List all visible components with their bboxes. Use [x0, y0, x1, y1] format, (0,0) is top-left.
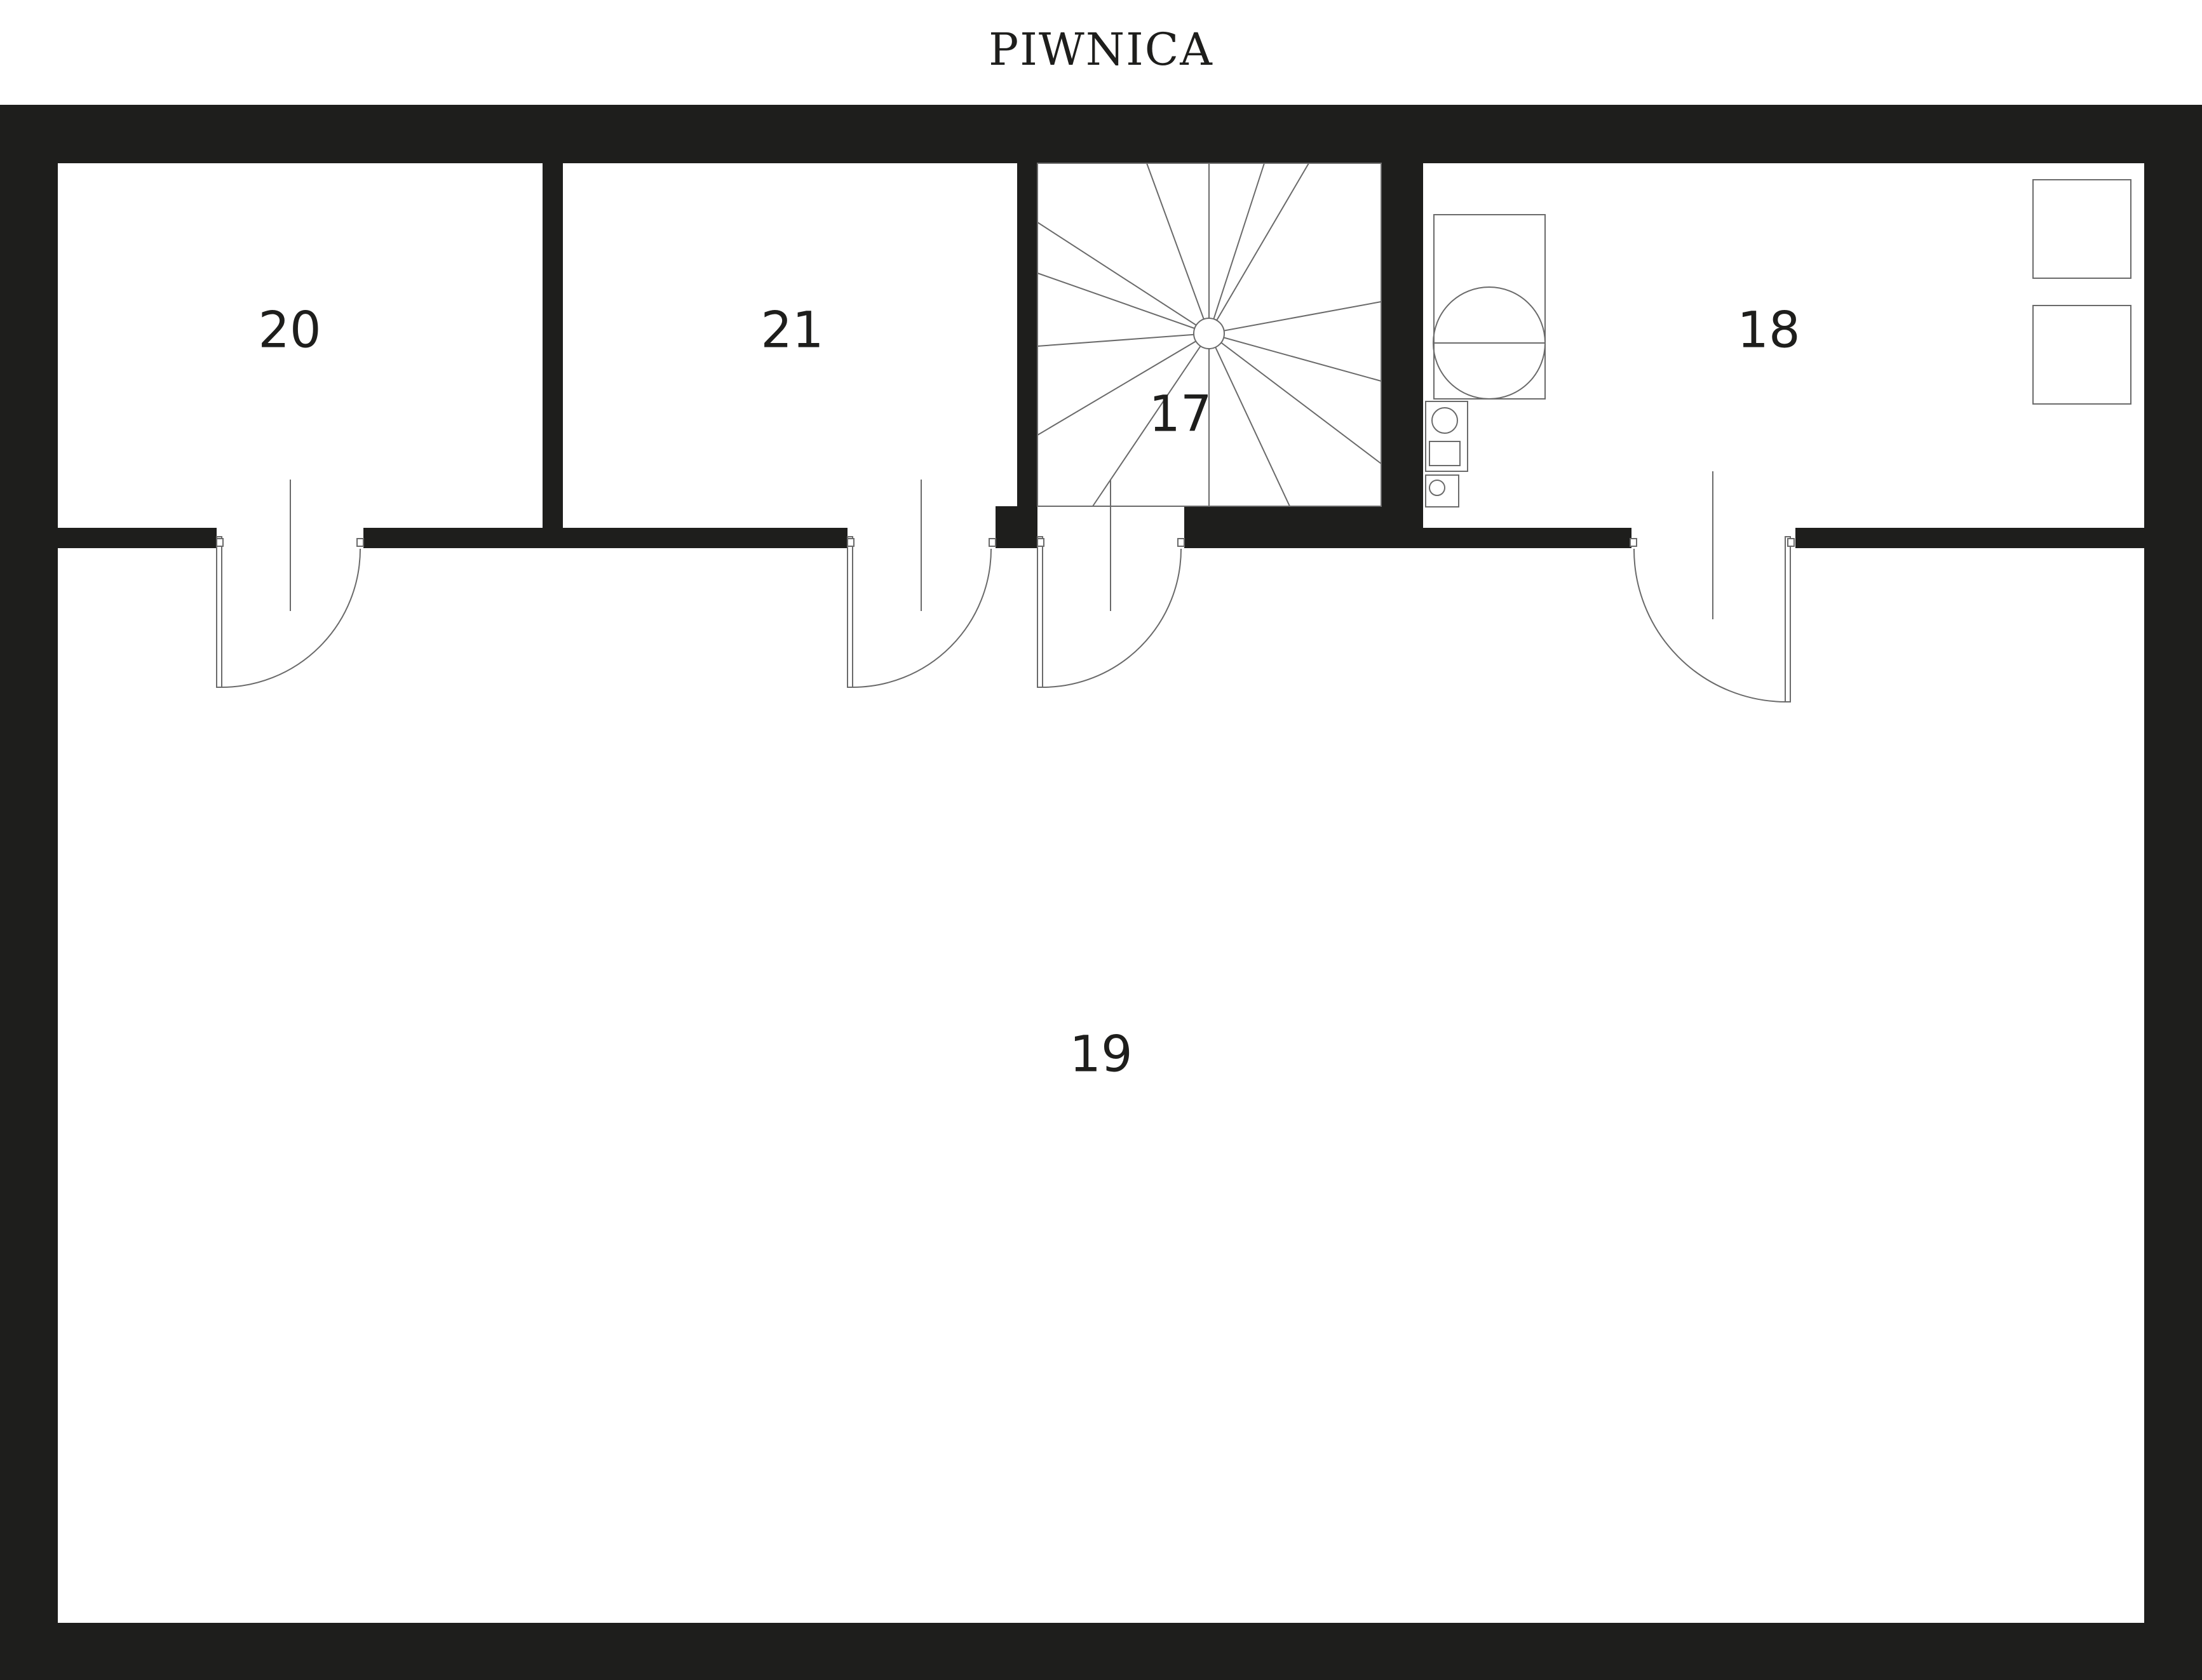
- room-labels: 20 21 17 18 19: [258, 302, 1800, 1083]
- door-swing-icon: [216, 471, 1795, 702]
- spiral-staircase-icon: [1037, 163, 1382, 507]
- room-label-20: 20: [258, 302, 321, 359]
- stair-tread-9: [1208, 301, 1382, 334]
- outer-walls: [0, 105, 2202, 1680]
- stair-tread-6: [1208, 333, 1290, 507]
- stair-tread-3: [1037, 333, 1210, 436]
- boiler-icon: [1433, 214, 1546, 400]
- stair-tread-7: [1208, 333, 1382, 464]
- interior-walls: [58, 163, 2144, 548]
- stair-tread-8: [1208, 333, 1382, 382]
- stair-tread-11: [1208, 163, 1265, 334]
- room-label-17: 17: [1149, 386, 1212, 443]
- room-label-21: 21: [760, 302, 823, 359]
- stair-tread-0: [1037, 222, 1210, 334]
- water-tank-icon: [2032, 179, 2131, 405]
- room-label-18: 18: [1737, 302, 1800, 359]
- room-label-19: 19: [1069, 1026, 1132, 1083]
- stair-tread-1: [1037, 272, 1210, 334]
- plan-title: PIWNICA: [989, 24, 1213, 76]
- stair-tread-13: [1146, 163, 1210, 334]
- meter-icon: [1425, 401, 1468, 507]
- stair-tread-2: [1037, 333, 1210, 347]
- stair-tread-10: [1208, 163, 1309, 334]
- stair-tread-4: [1092, 333, 1210, 507]
